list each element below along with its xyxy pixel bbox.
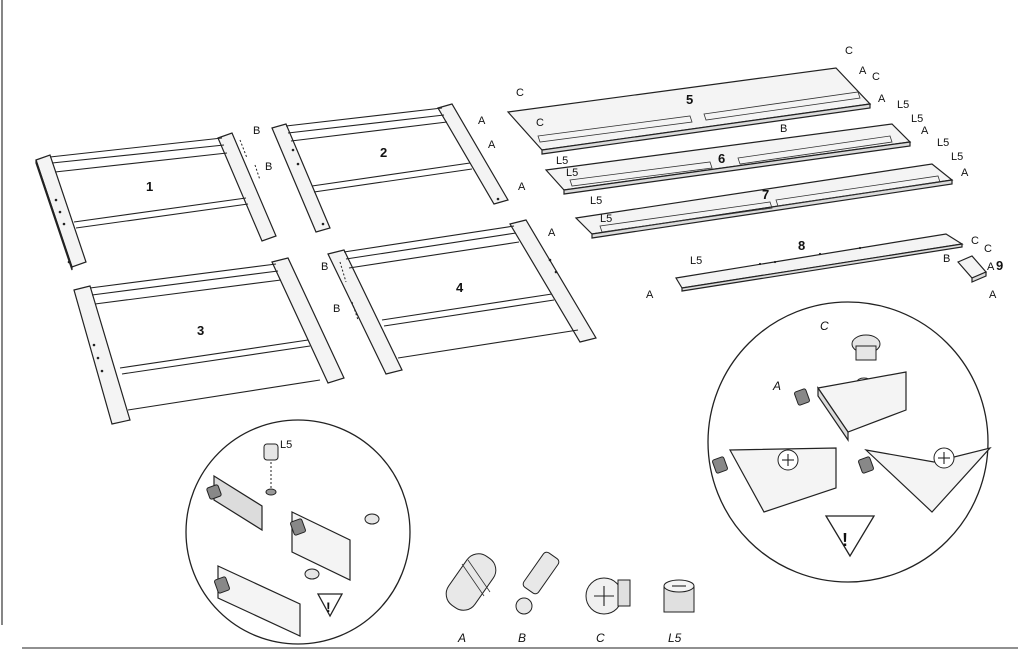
panel-5-number: 5 [686, 92, 693, 107]
fitting-label-b: B [943, 253, 950, 265]
fitting-label-l5: L5 [937, 137, 949, 149]
legend-label-l5: L5 [668, 631, 682, 645]
fitting-label-b: B [265, 161, 272, 173]
panel-9-number: 9 [996, 258, 1003, 273]
legend-label-b: B [518, 631, 526, 645]
fitting-label-a: A [518, 181, 526, 193]
fitting-label-a: A [878, 93, 886, 105]
fitting-label-a: A [961, 167, 969, 179]
panel-3: 3 [73, 257, 345, 425]
fitting-label-l5: L5 [556, 155, 568, 167]
svg-text:!: ! [326, 599, 331, 615]
cam-bolt-icon [515, 551, 560, 615]
fitting-label-c: C [845, 45, 853, 57]
panel-2-number: 2 [380, 145, 387, 160]
fitting-label-a: A [987, 261, 995, 273]
dowel-icon [445, 553, 497, 611]
panel-5: 5 [506, 67, 872, 155]
fitting-label-c: C [536, 117, 544, 129]
cam-lock-icon [585, 577, 631, 615]
fitting-label-a: A [478, 115, 486, 127]
fitting-label-a: A [548, 227, 556, 239]
panel-3-number: 3 [197, 323, 204, 338]
panel-7-number: 7 [762, 187, 769, 202]
fitting-label-l5: L5 [566, 167, 578, 179]
panel-9: 9 [957, 255, 1003, 283]
fitting-label-a: A [989, 289, 997, 301]
panel-4-number: 4 [456, 280, 464, 295]
hardware-legend: A B C L5 [445, 551, 695, 645]
cam-lock-icon [851, 334, 881, 361]
panel-1: 1 [35, 132, 277, 271]
panel-8-number: 8 [798, 238, 805, 253]
fitting-label-l5: L5 [897, 99, 909, 111]
fitting-label-b: B [333, 303, 340, 315]
panel-6: 6 [544, 123, 912, 195]
detail-right-a-label: A [772, 379, 781, 393]
fitting-label-c: C [984, 243, 992, 255]
panel-7: 7 [574, 163, 954, 239]
svg-text:!: ! [842, 530, 848, 550]
fitting-label-l5: L5 [590, 195, 602, 207]
fitting-label-l5: L5 [600, 213, 612, 225]
fitting-label-c: C [516, 87, 524, 99]
detail-right-c-label: C [820, 319, 829, 333]
detail-circle-dowel-cam: ! L5 [185, 419, 411, 645]
fitting-label-b: B [780, 123, 787, 135]
fitting-label-b: B [253, 125, 260, 137]
fitting-label-l5: L5 [951, 151, 963, 163]
detail-left-l5-label: L5 [280, 439, 292, 451]
fitting-label-c: C [872, 71, 880, 83]
panel-4: 4 [327, 219, 597, 375]
fitting-label-b: B [321, 261, 328, 273]
panel-8: 8 [675, 233, 964, 292]
fitting-label-a: A [859, 65, 867, 77]
detail-circle-cam-lock: ! C A [707, 301, 992, 583]
legend-label-a: A [457, 631, 466, 645]
barrel-nut-icon [663, 579, 695, 613]
fitting-label-a: A [488, 139, 496, 151]
fitting-label-a: A [646, 289, 654, 301]
fitting-label-l5: L5 [690, 255, 702, 267]
fitting-label-a: A [921, 125, 929, 137]
legend-label-c: C [596, 631, 605, 645]
fitting-label-l5: L5 [911, 113, 923, 125]
panel-1-number: 1 [146, 179, 153, 194]
fitting-label-c: C [971, 235, 979, 247]
panel-2: 2 [271, 103, 509, 233]
panel-6-number: 6 [718, 151, 725, 166]
